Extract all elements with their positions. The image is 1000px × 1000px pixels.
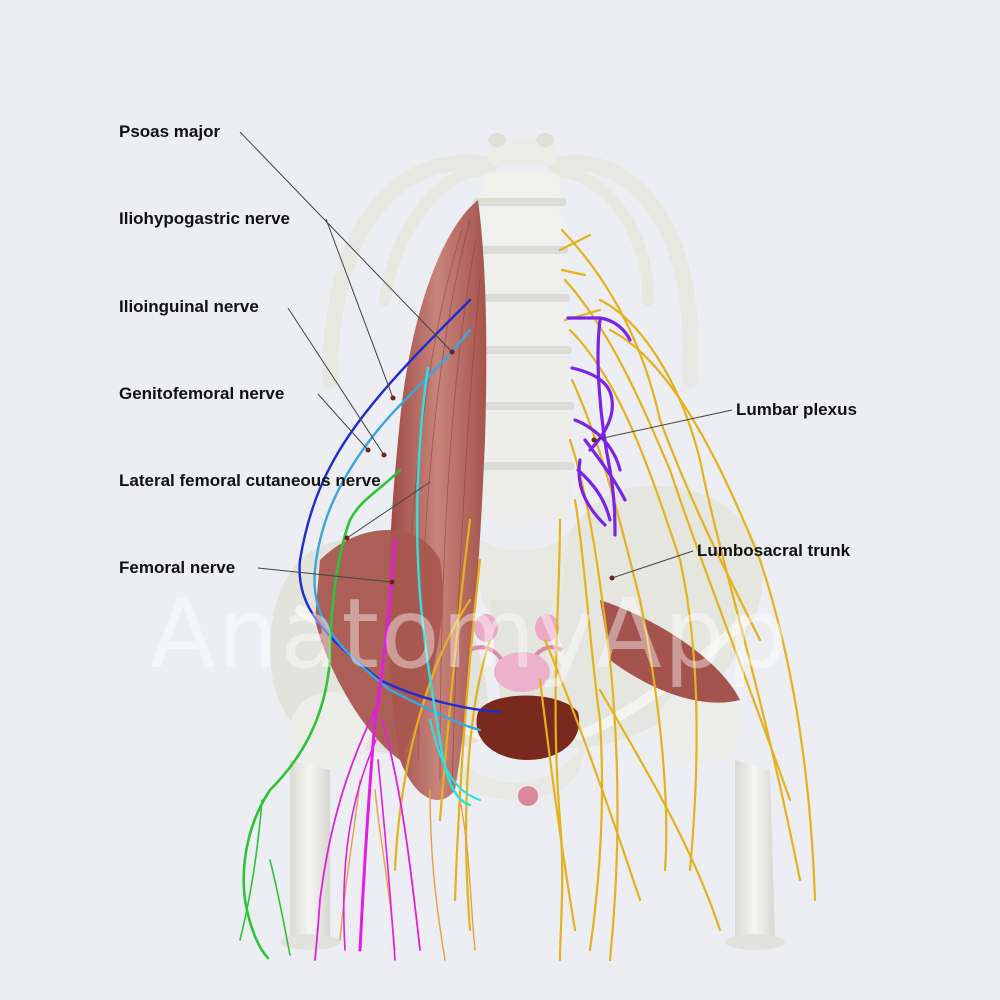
leader-lumbosacral <box>611 550 694 579</box>
leader-femoral <box>257 567 393 583</box>
left-nerves <box>239 298 502 961</box>
iliacus-muscle-left <box>315 530 443 760</box>
leader-lumbar-plexus <box>593 409 733 441</box>
label-iliohypogastric-nerve: Iliohypogastric nerve <box>119 209 290 228</box>
leader-lateral-femoral <box>346 481 431 539</box>
vertebral-column <box>466 133 574 720</box>
leader-lines <box>239 131 733 583</box>
label-ilioinguinal-nerve: Ilioinguinal nerve <box>119 297 259 316</box>
label-lumbosacral-trunk: Lumbosacral trunk <box>697 541 851 560</box>
label-psoas-major: Psoas major <box>119 122 221 141</box>
watermark-text: AnatomyApp <box>150 578 790 690</box>
label-lumbar-plexus: Lumbar plexus <box>736 400 857 419</box>
leader-genitofemoral <box>317 393 369 451</box>
pelvic-organs <box>469 614 580 806</box>
leader-ilioinguinal <box>287 307 385 456</box>
ribs <box>322 154 699 388</box>
label-lateral-femoral-cutaneous-nerve: Lateral femoral cutaneous nerve <box>119 471 381 490</box>
leader-iliohypogastric <box>325 218 394 399</box>
label-genitofemoral-nerve: Genitofemoral nerve <box>119 384 285 403</box>
iliacus-muscle-right <box>600 600 740 703</box>
lumbar-plexus-nerves <box>566 316 632 537</box>
leader-psoas-major <box>239 131 453 353</box>
label-femoral-nerve: Femoral nerve <box>119 558 236 577</box>
yellow-nerves <box>393 228 817 962</box>
